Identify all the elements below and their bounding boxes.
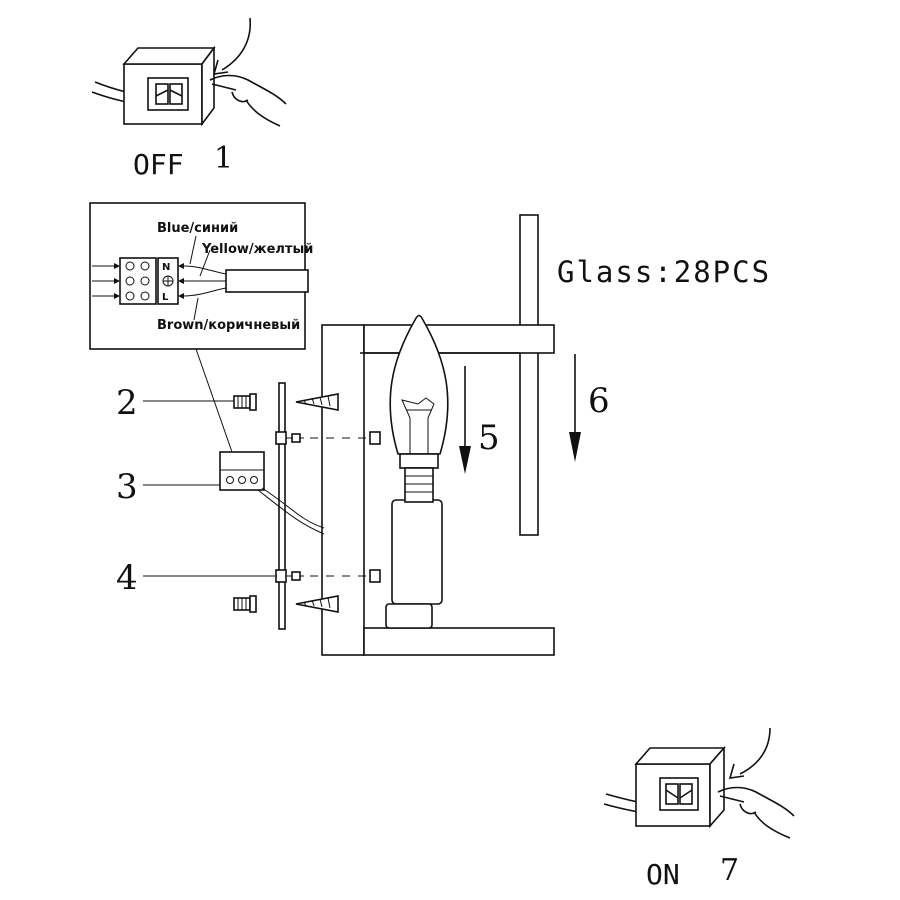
- wire-brown-label: Brown/коричневый: [157, 318, 300, 333]
- wire-blue-label: Blue/синий: [157, 221, 238, 236]
- wiring-inset: [89, 202, 309, 350]
- step-3-number: 3: [116, 467, 138, 507]
- terminal-l-label: L: [162, 292, 169, 303]
- fixing-bolts: [275, 431, 381, 583]
- step-6-number: 6: [588, 381, 610, 421]
- wall-screws: [295, 393, 339, 613]
- glass-note: Glass:28PCS: [557, 255, 771, 289]
- step-on-word: ON: [646, 858, 680, 891]
- step-7-number: 7: [720, 853, 739, 888]
- terminal-connector: [219, 451, 325, 535]
- terminal-n-label: N: [162, 262, 170, 273]
- wall-anchors: [233, 393, 257, 613]
- wire-yellow-label: Yellow/желтый: [201, 242, 313, 257]
- candle-holder: [385, 499, 443, 629]
- switch-on-illustration: [603, 727, 795, 839]
- glass-panel: [519, 214, 539, 536]
- switch-off-illustration: [91, 17, 287, 127]
- step-5-number: 5: [478, 418, 500, 458]
- step-1-number: 1: [214, 141, 233, 176]
- step-2-number: 2: [116, 383, 138, 423]
- step-4-number: 4: [116, 558, 138, 598]
- arrow-bulb-down: [459, 366, 471, 474]
- step-off-word: OFF: [133, 148, 184, 181]
- mounting-plate: [278, 382, 286, 630]
- candle-bulb: [389, 314, 449, 503]
- arrow-glass-down: [569, 354, 581, 462]
